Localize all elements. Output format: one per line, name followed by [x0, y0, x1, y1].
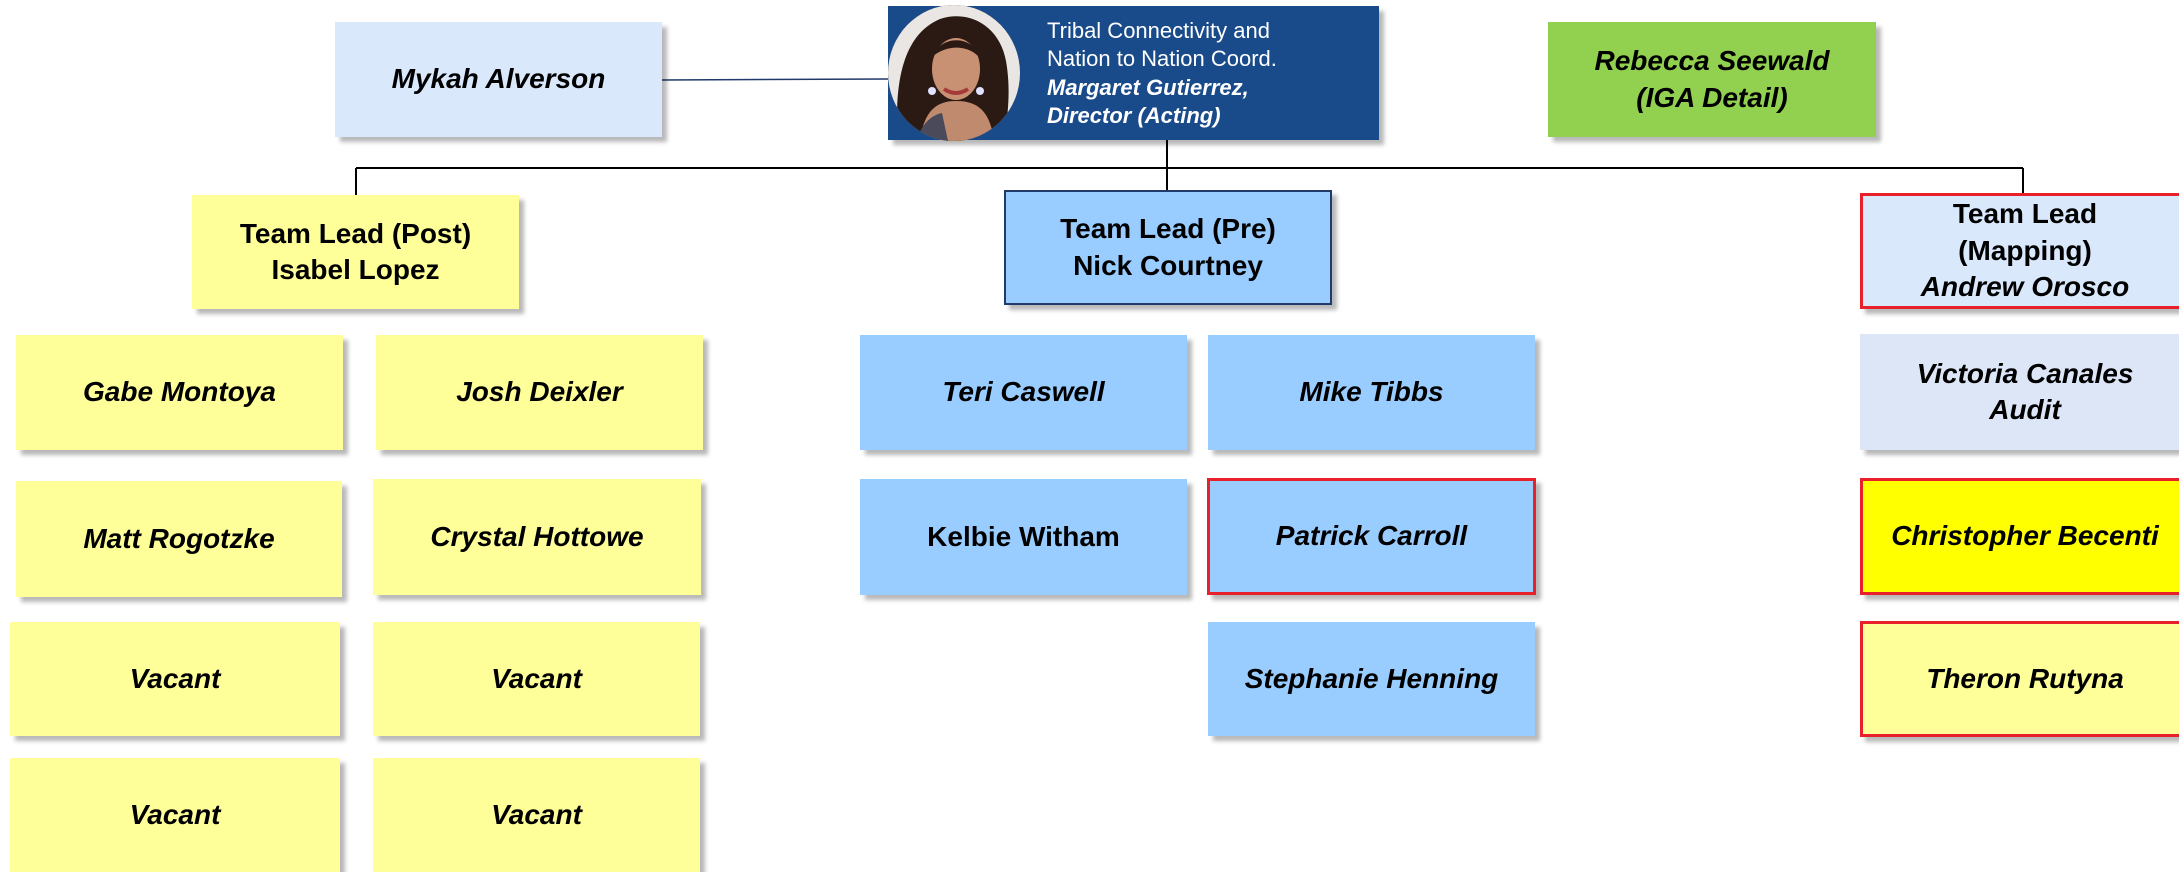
- post-member: Matt Rogotzke: [83, 522, 275, 554]
- pre-member: Kelbie Witham: [927, 520, 1120, 552]
- post-member-box: Vacant: [373, 622, 700, 736]
- iga-detail-box: Rebecca Seewald (IGA Detail): [1548, 22, 1876, 137]
- mapping-member-box: Theron Rutyna: [1860, 621, 2179, 737]
- post-member-box: Matt Rogotzke: [16, 481, 342, 597]
- director-portrait-image: [888, 5, 1020, 141]
- mapping-member: Victoria Canales Audit: [1916, 357, 2134, 425]
- post-member-box: Josh Deixler: [376, 335, 703, 450]
- post-member-box: Vacant: [10, 622, 340, 736]
- director-role: Director (Acting): [1047, 103, 1221, 129]
- connector-assistant: [661, 78, 889, 81]
- pre-member-box: Mike Tibbs: [1208, 335, 1535, 450]
- team-lead-pre-box: Team Lead (Pre) Nick Courtney: [1004, 190, 1332, 305]
- post-member: Josh Deixler: [456, 376, 623, 408]
- pre-member-box: Kelbie Witham: [860, 479, 1187, 595]
- post-member: Gabe Montoya: [83, 376, 276, 408]
- post-member-box: Gabe Montoya: [16, 335, 343, 450]
- mapping-member: Christopher Becenti: [1891, 520, 2159, 552]
- director-info: Tribal Connectivity and Nation to Nation…: [1047, 17, 1367, 131]
- team-lead-post-box: Team Lead (Post) Isabel Lopez: [192, 195, 519, 309]
- mapping-member: Theron Rutyna: [1926, 662, 2124, 694]
- team-lead-pre: Team Lead (Pre) Nick Courtney: [1060, 213, 1276, 281]
- assistant-box: Mykah Alverson: [335, 22, 662, 137]
- pre-member: Mike Tibbs: [1299, 376, 1444, 408]
- director-name: Margaret Gutierrez,: [1047, 74, 1249, 100]
- iga-detail-name: Rebecca Seewald (IGA Detail): [1594, 45, 1830, 113]
- pre-member-box: Stephanie Henning: [1208, 622, 1535, 736]
- post-member: Vacant: [129, 798, 221, 830]
- pre-member-box: Teri Caswell: [860, 335, 1187, 450]
- post-member: Crystal Hottowe: [430, 520, 644, 552]
- assistant-name: Mykah Alverson: [391, 63, 606, 95]
- team-lead-mapping-name: Andrew Orosco: [1920, 271, 2130, 303]
- team-lead-post: Team Lead (Post) Isabel Lopez: [239, 217, 472, 285]
- pre-member: Patrick Carroll: [1275, 520, 1468, 552]
- pre-member: Stephanie Henning: [1244, 662, 1499, 694]
- post-member: Vacant: [491, 798, 582, 830]
- post-member-box: Vacant: [373, 758, 700, 872]
- pre-member-box: Patrick Carroll: [1207, 478, 1536, 595]
- team-lead-mapping: Team Lead (Mapping) Andrew Orosco: [1871, 196, 2179, 305]
- director-photo: [888, 5, 1020, 141]
- team-lead-mapping-title: Team Lead (Mapping): [1952, 198, 2098, 266]
- post-member: Vacant: [491, 662, 582, 694]
- mapping-member-box: Victoria Canales Audit: [1860, 334, 2179, 450]
- director-title-line1: Tribal Connectivity and: [1047, 18, 1270, 43]
- post-member-box: Vacant: [10, 758, 340, 872]
- team-lead-mapping-box: Team Lead (Mapping) Andrew Orosco: [1860, 193, 2179, 309]
- director-title-line2: Nation to Nation Coord.: [1047, 46, 1277, 72]
- post-member-box: Crystal Hottowe: [373, 479, 701, 595]
- post-member: Vacant: [129, 662, 221, 694]
- mapping-member-box: Christopher Becenti: [1860, 478, 2179, 595]
- pre-member: Teri Caswell: [942, 376, 1105, 408]
